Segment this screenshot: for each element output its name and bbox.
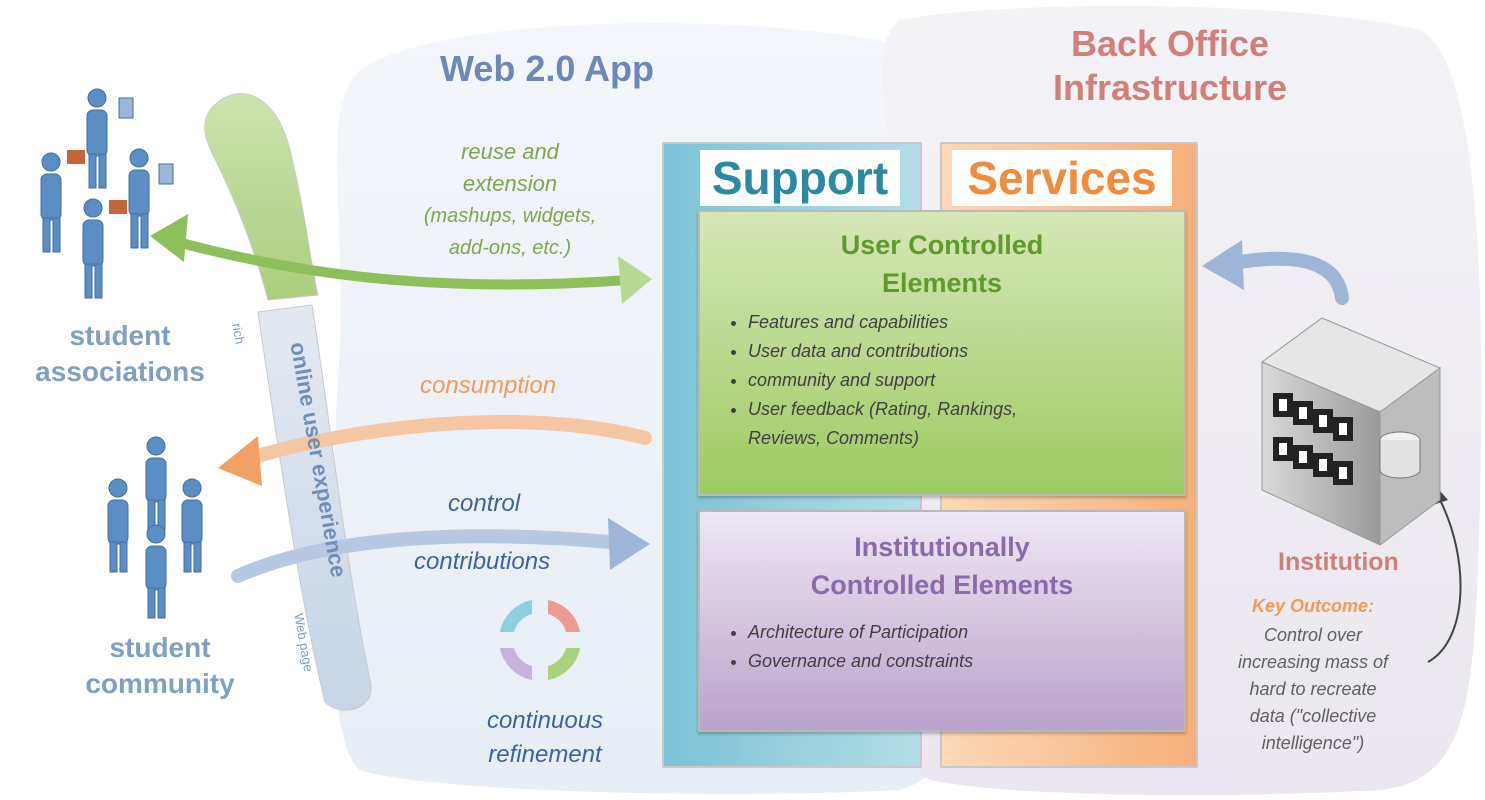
list-item: Features and capabilities xyxy=(748,308,1017,337)
contributions-label: contributions xyxy=(414,548,551,575)
consumption-label: consumption xyxy=(420,372,557,399)
reuse-arrow xyxy=(165,235,633,290)
institutionally-controlled-list: Architecture of Participation Governance… xyxy=(728,618,973,676)
person-icon xyxy=(107,478,129,573)
control-arrow-head xyxy=(608,518,650,570)
refresh-cycle-icon xyxy=(500,600,580,680)
key-outcome-text: Control over increasing mass of hard to … xyxy=(1237,625,1389,753)
consumption-arrow-head xyxy=(218,436,262,486)
person-icon xyxy=(86,88,108,189)
control-label: control xyxy=(448,490,521,517)
api-band xyxy=(204,93,319,301)
key-outcome-label: Key Outcome: xyxy=(1251,596,1375,616)
person-icon xyxy=(181,478,203,573)
person-icon xyxy=(128,148,150,249)
person-icon xyxy=(145,524,167,619)
institution-arrow-head xyxy=(1202,240,1244,290)
back-office-title: Back Office Infrastructure xyxy=(1052,23,1288,108)
control-arrow xyxy=(231,529,617,583)
person-icon xyxy=(82,198,104,299)
institutionally-controlled-elements-box: Institutionally Controlled Elements Arch… xyxy=(698,510,1186,732)
consumption-arrow xyxy=(243,414,652,465)
building-icon xyxy=(1260,317,1442,546)
student-community-label: student community xyxy=(85,632,235,699)
user-controlled-title: User Controlled Elements xyxy=(840,230,1044,298)
people-group-icon xyxy=(40,88,174,299)
student-associations-label: student associations xyxy=(35,320,205,387)
institution-label: Institution xyxy=(1278,548,1399,576)
support-heading: Support xyxy=(700,150,900,206)
list-item: Governance and constraints xyxy=(748,647,973,676)
list-item: Architecture of Participation xyxy=(748,618,973,647)
reuse-label: reuse and extension (mashups, widgets, a… xyxy=(423,139,597,259)
reuse-arrow-head-right xyxy=(618,256,652,304)
list-item: community and support xyxy=(748,366,1017,395)
people-group-icon xyxy=(107,436,203,619)
person-icon xyxy=(40,152,62,253)
user-controlled-list: Features and capabilities User data and … xyxy=(728,308,1017,453)
reuse-arrow-head-left xyxy=(150,214,188,262)
institutionally-controlled-title: Institutionally Controlled Elements xyxy=(810,532,1074,600)
list-item: User data and contributions xyxy=(748,337,1017,366)
list-item: User feedback (Rating, Rankings,Reviews,… xyxy=(748,395,1017,453)
web-app-title: Web 2.0 App xyxy=(440,48,655,89)
services-heading: Services xyxy=(952,150,1172,206)
person-icon xyxy=(145,436,167,531)
key-outcome-arrow xyxy=(1427,499,1462,663)
user-controlled-elements-box: User Controlled Elements Features and ca… xyxy=(698,210,1186,496)
institution-arrow xyxy=(1233,251,1349,305)
refinement-label: continuous refinement xyxy=(486,707,604,768)
